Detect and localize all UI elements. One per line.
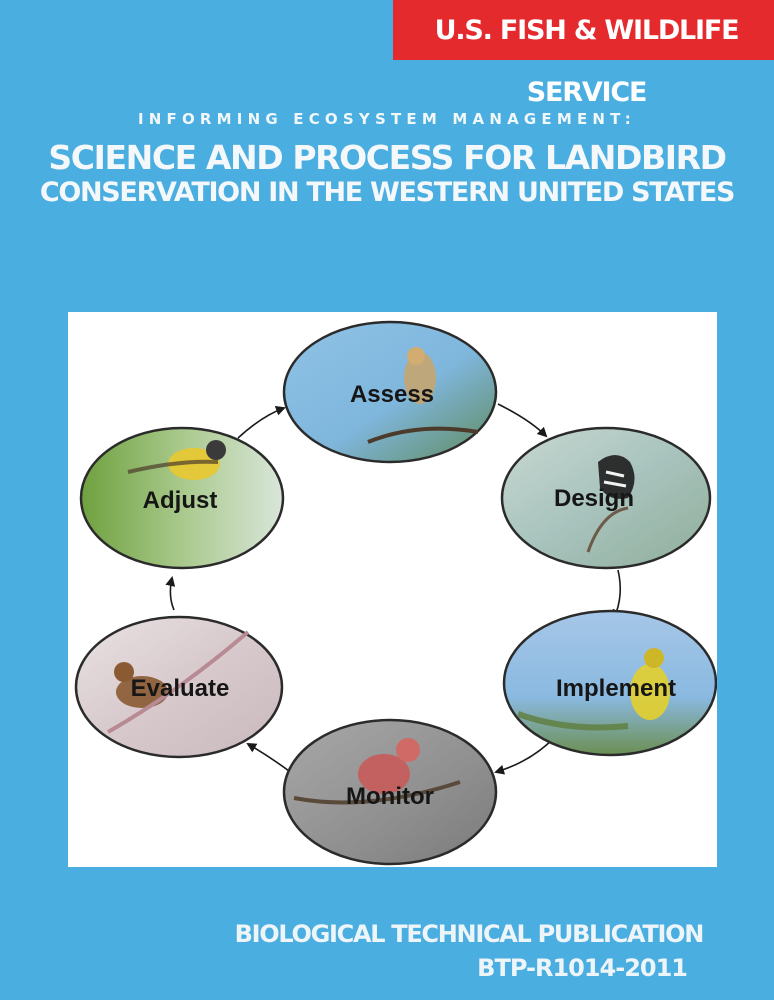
design-label: Design bbox=[554, 485, 634, 512]
publication-number: BTP-R1014-2011 bbox=[477, 954, 688, 982]
arrow-monitor-to-evaluate bbox=[246, 742, 294, 775]
arrow-assess-to-design bbox=[497, 403, 548, 438]
evaluate-label: Evaluate bbox=[131, 675, 230, 702]
adjust-label: Adjust bbox=[143, 487, 218, 514]
monitor-bird-icon bbox=[358, 754, 410, 794]
design-photo-ellipse bbox=[500, 426, 712, 570]
arrow-adjust-to-assess bbox=[237, 406, 286, 439]
publication-type: BIOLOGICAL TECHNICAL PUBLICATION bbox=[234, 920, 705, 948]
monitor-label: Monitor bbox=[346, 783, 434, 810]
assess-bird-icon bbox=[404, 352, 436, 404]
stage-monitor: Monitor bbox=[282, 718, 498, 866]
arrow-evaluate-to-adjust bbox=[165, 576, 176, 611]
implement-label: Implement bbox=[556, 675, 676, 702]
evaluate-bird-icon bbox=[116, 676, 168, 708]
stage-adjust: Adjust bbox=[79, 426, 285, 570]
assess-label: Assess bbox=[350, 381, 434, 408]
title-line-2: CONSERVATION IN THE WESTERN UNITED STATE… bbox=[39, 177, 736, 208]
implement-photo-ellipse bbox=[502, 609, 717, 757]
design-bird-icon bbox=[598, 455, 635, 499]
series-kicker: INFORMING ECOSYSTEM MANAGEMENT: bbox=[138, 110, 636, 128]
implement-bird-icon bbox=[630, 664, 670, 720]
title-line-1: SCIENCE AND PROCESS FOR LANDBIRD bbox=[48, 138, 727, 177]
arrow-implement-to-monitor bbox=[494, 737, 555, 775]
stage-assess: Assess bbox=[282, 320, 498, 464]
cycle-diagram: Assess Design Implement bbox=[74, 320, 717, 866]
agency-banner: U.S. FISH & WILDLIFE SERVICE bbox=[393, 0, 774, 108]
stage-design: Design bbox=[500, 426, 712, 570]
adjust-photo-ellipse bbox=[79, 426, 285, 570]
cycle-diagram-panel: Assess Design Implement bbox=[68, 312, 717, 867]
stage-evaluate: Evaluate bbox=[74, 615, 284, 759]
stage-implement: Implement bbox=[502, 609, 717, 757]
